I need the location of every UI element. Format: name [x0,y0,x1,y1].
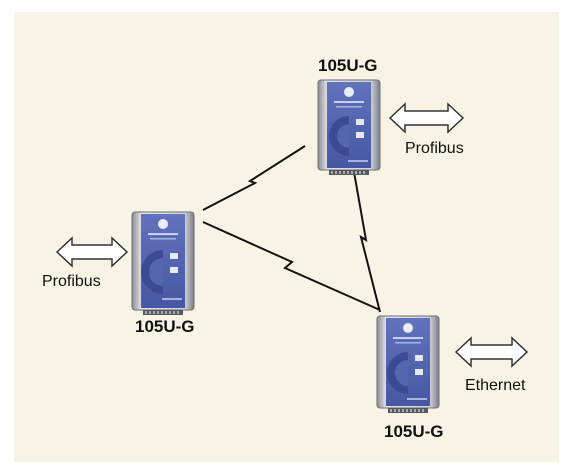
link-top-right [353,171,381,313]
device-105u-g-right [376,315,440,413]
device-105u-g-top [317,79,381,175]
link-left-top [202,145,306,211]
interface-label-left: Profibus [42,273,101,290]
device-name-left: 105U-G [135,317,195,336]
device-105u-g-left [131,211,195,315]
double-arrow-icon-left [55,236,129,268]
brand-logo-icon [158,219,168,229]
diagram-background [14,12,559,462]
brand-logo-icon [403,323,413,333]
double-arrow-icon-right [454,336,529,368]
interface-label-top: Profibus [405,140,464,157]
link-left-right [202,221,381,311]
interface-label-right: Ethernet [465,377,526,394]
device-name-top: 105U-G [318,56,378,75]
brand-logo-icon [344,87,354,97]
device-name-right: 105U-G [384,422,444,441]
double-arrow-icon-top [388,102,465,134]
